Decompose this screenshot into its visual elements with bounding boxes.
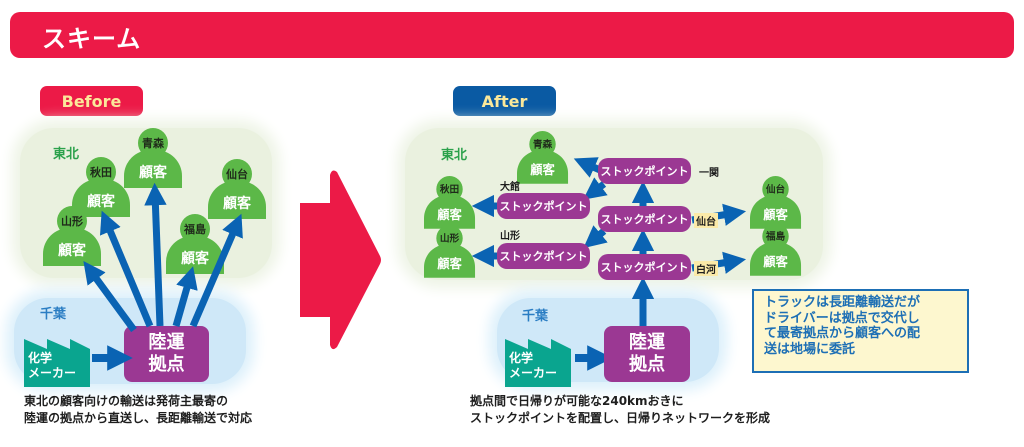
customer-place: 福島 — [184, 223, 206, 236]
customer-icon: 秋田 顧客 — [424, 176, 476, 229]
customer-place: 仙台 — [765, 183, 786, 196]
factory-label-line1: 化学 — [28, 351, 53, 365]
stock-city-label: 山形 — [500, 231, 520, 242]
note-line3: て最寄拠点から顧客への配 — [764, 326, 921, 341]
customer-place: 青森 — [532, 138, 553, 151]
customer-icon: 秋田 顧客 — [72, 157, 130, 217]
customer-place: 仙台 — [226, 168, 248, 181]
customer-icon: 福島 顧客 — [166, 214, 224, 274]
note-line1: トラックは長距離輸送だが — [764, 295, 921, 310]
land-transport-hub: 陸運 拠点 — [604, 326, 690, 382]
before-label: Before — [40, 86, 143, 116]
customer-place: 青森 — [142, 137, 164, 150]
before-caption-line2: 陸運の拠点から直送し、長距離輸送で対応 — [24, 411, 253, 425]
title-bar — [10, 12, 1014, 58]
customer-kind: 顧客 — [223, 196, 251, 212]
page-title: スキーム — [42, 25, 142, 53]
after-chiba-label: 千葉 — [522, 309, 549, 324]
note-line4: 送は地場に委託 — [764, 341, 856, 357]
stock-city-label: 一関 — [699, 168, 719, 179]
hub-label-line1: 陸運 — [148, 332, 185, 353]
customer-place: 福島 — [765, 230, 786, 243]
note-line2: ドライバーは拠点で交代し — [764, 310, 920, 326]
stock-point-shirakawa: ストックポイント — [598, 254, 691, 280]
before-chiba-label: 千葉 — [40, 307, 67, 322]
customer-kind: 顧客 — [763, 208, 788, 223]
stock-city-label: 大館 — [500, 182, 520, 193]
factory-label-line2: メーカー — [509, 366, 558, 380]
customer-kind: 顧客 — [530, 163, 555, 178]
customer-place: 秋田 — [90, 166, 112, 179]
factory-icon: 化学 メーカー — [505, 331, 577, 387]
stock-point-odate: ストックポイント — [497, 193, 590, 219]
customer-kind: 顧客 — [437, 257, 462, 272]
stock-city-label: 白河 — [694, 261, 718, 276]
note-box: トラックは長距離輸送だが ドライバーは拠点で交代し て最寄拠点から顧客への配 送… — [752, 289, 969, 373]
land-transport-hub: 陸運 拠点 — [124, 326, 209, 382]
after-caption: 拠点間で日帰りが可能な240kmおきに ストックポイントを配置し、日帰りネットワ… — [470, 393, 770, 427]
customer-icon: 仙台 顧客 — [750, 176, 802, 229]
customer-icon: 青森 顧客 — [517, 131, 569, 184]
hub-label-line2: 拠点 — [629, 354, 665, 375]
hub-label-line1: 陸運 — [629, 332, 665, 353]
after-tohoku-label: 東北 — [441, 148, 468, 163]
factory-label-line1: 化学 — [509, 351, 534, 365]
customer-kind: 顧客 — [139, 165, 167, 181]
customer-place: 秋田 — [439, 183, 460, 196]
before-caption: 東北の顧客向けの輸送は発荷主最寄の 陸運の拠点から直送し、長距離輸送で対応 — [24, 393, 252, 427]
hub-label-line2: 拠点 — [148, 354, 185, 375]
customer-kind: 顧客 — [58, 243, 86, 259]
stock-point-yamagata: ストックポイント — [497, 243, 590, 269]
customer-place: 山形 — [61, 215, 83, 228]
factory-icon: 化学 メーカー — [24, 331, 96, 387]
customer-kind: 顧客 — [87, 194, 115, 210]
stock-point-ichinoseki: ストックポイント — [598, 158, 691, 184]
before-caption-line1: 東北の顧客向けの輸送は発荷主最寄の — [24, 394, 229, 408]
after-caption-line1: 拠点間で日帰りが可能な240kmおきに — [470, 394, 684, 408]
factory-label-line2: メーカー — [28, 366, 77, 380]
after-caption-line2: ストックポイントを配置し、日帰りネットワークを形成 — [470, 411, 771, 425]
before-tohoku-label: 東北 — [53, 147, 80, 162]
customer-icon: 仙台 顧客 — [208, 159, 266, 219]
customer-icon: 山形 顧客 — [424, 225, 476, 278]
transition-arrow-icon — [300, 170, 381, 350]
customer-place: 山形 — [439, 232, 460, 245]
customer-icon: 福島 顧客 — [750, 223, 802, 276]
stock-point-sendai: ストックポイント — [598, 206, 691, 232]
after-label: After — [453, 86, 556, 116]
customer-kind: 顧客 — [181, 251, 209, 267]
customer-icon: 山形 顧客 — [43, 206, 101, 266]
stock-city-label: 仙台 — [694, 213, 718, 228]
customer-icon: 青森 顧客 — [124, 128, 182, 188]
customer-kind: 顧客 — [763, 255, 788, 270]
customer-kind: 顧客 — [437, 208, 462, 223]
